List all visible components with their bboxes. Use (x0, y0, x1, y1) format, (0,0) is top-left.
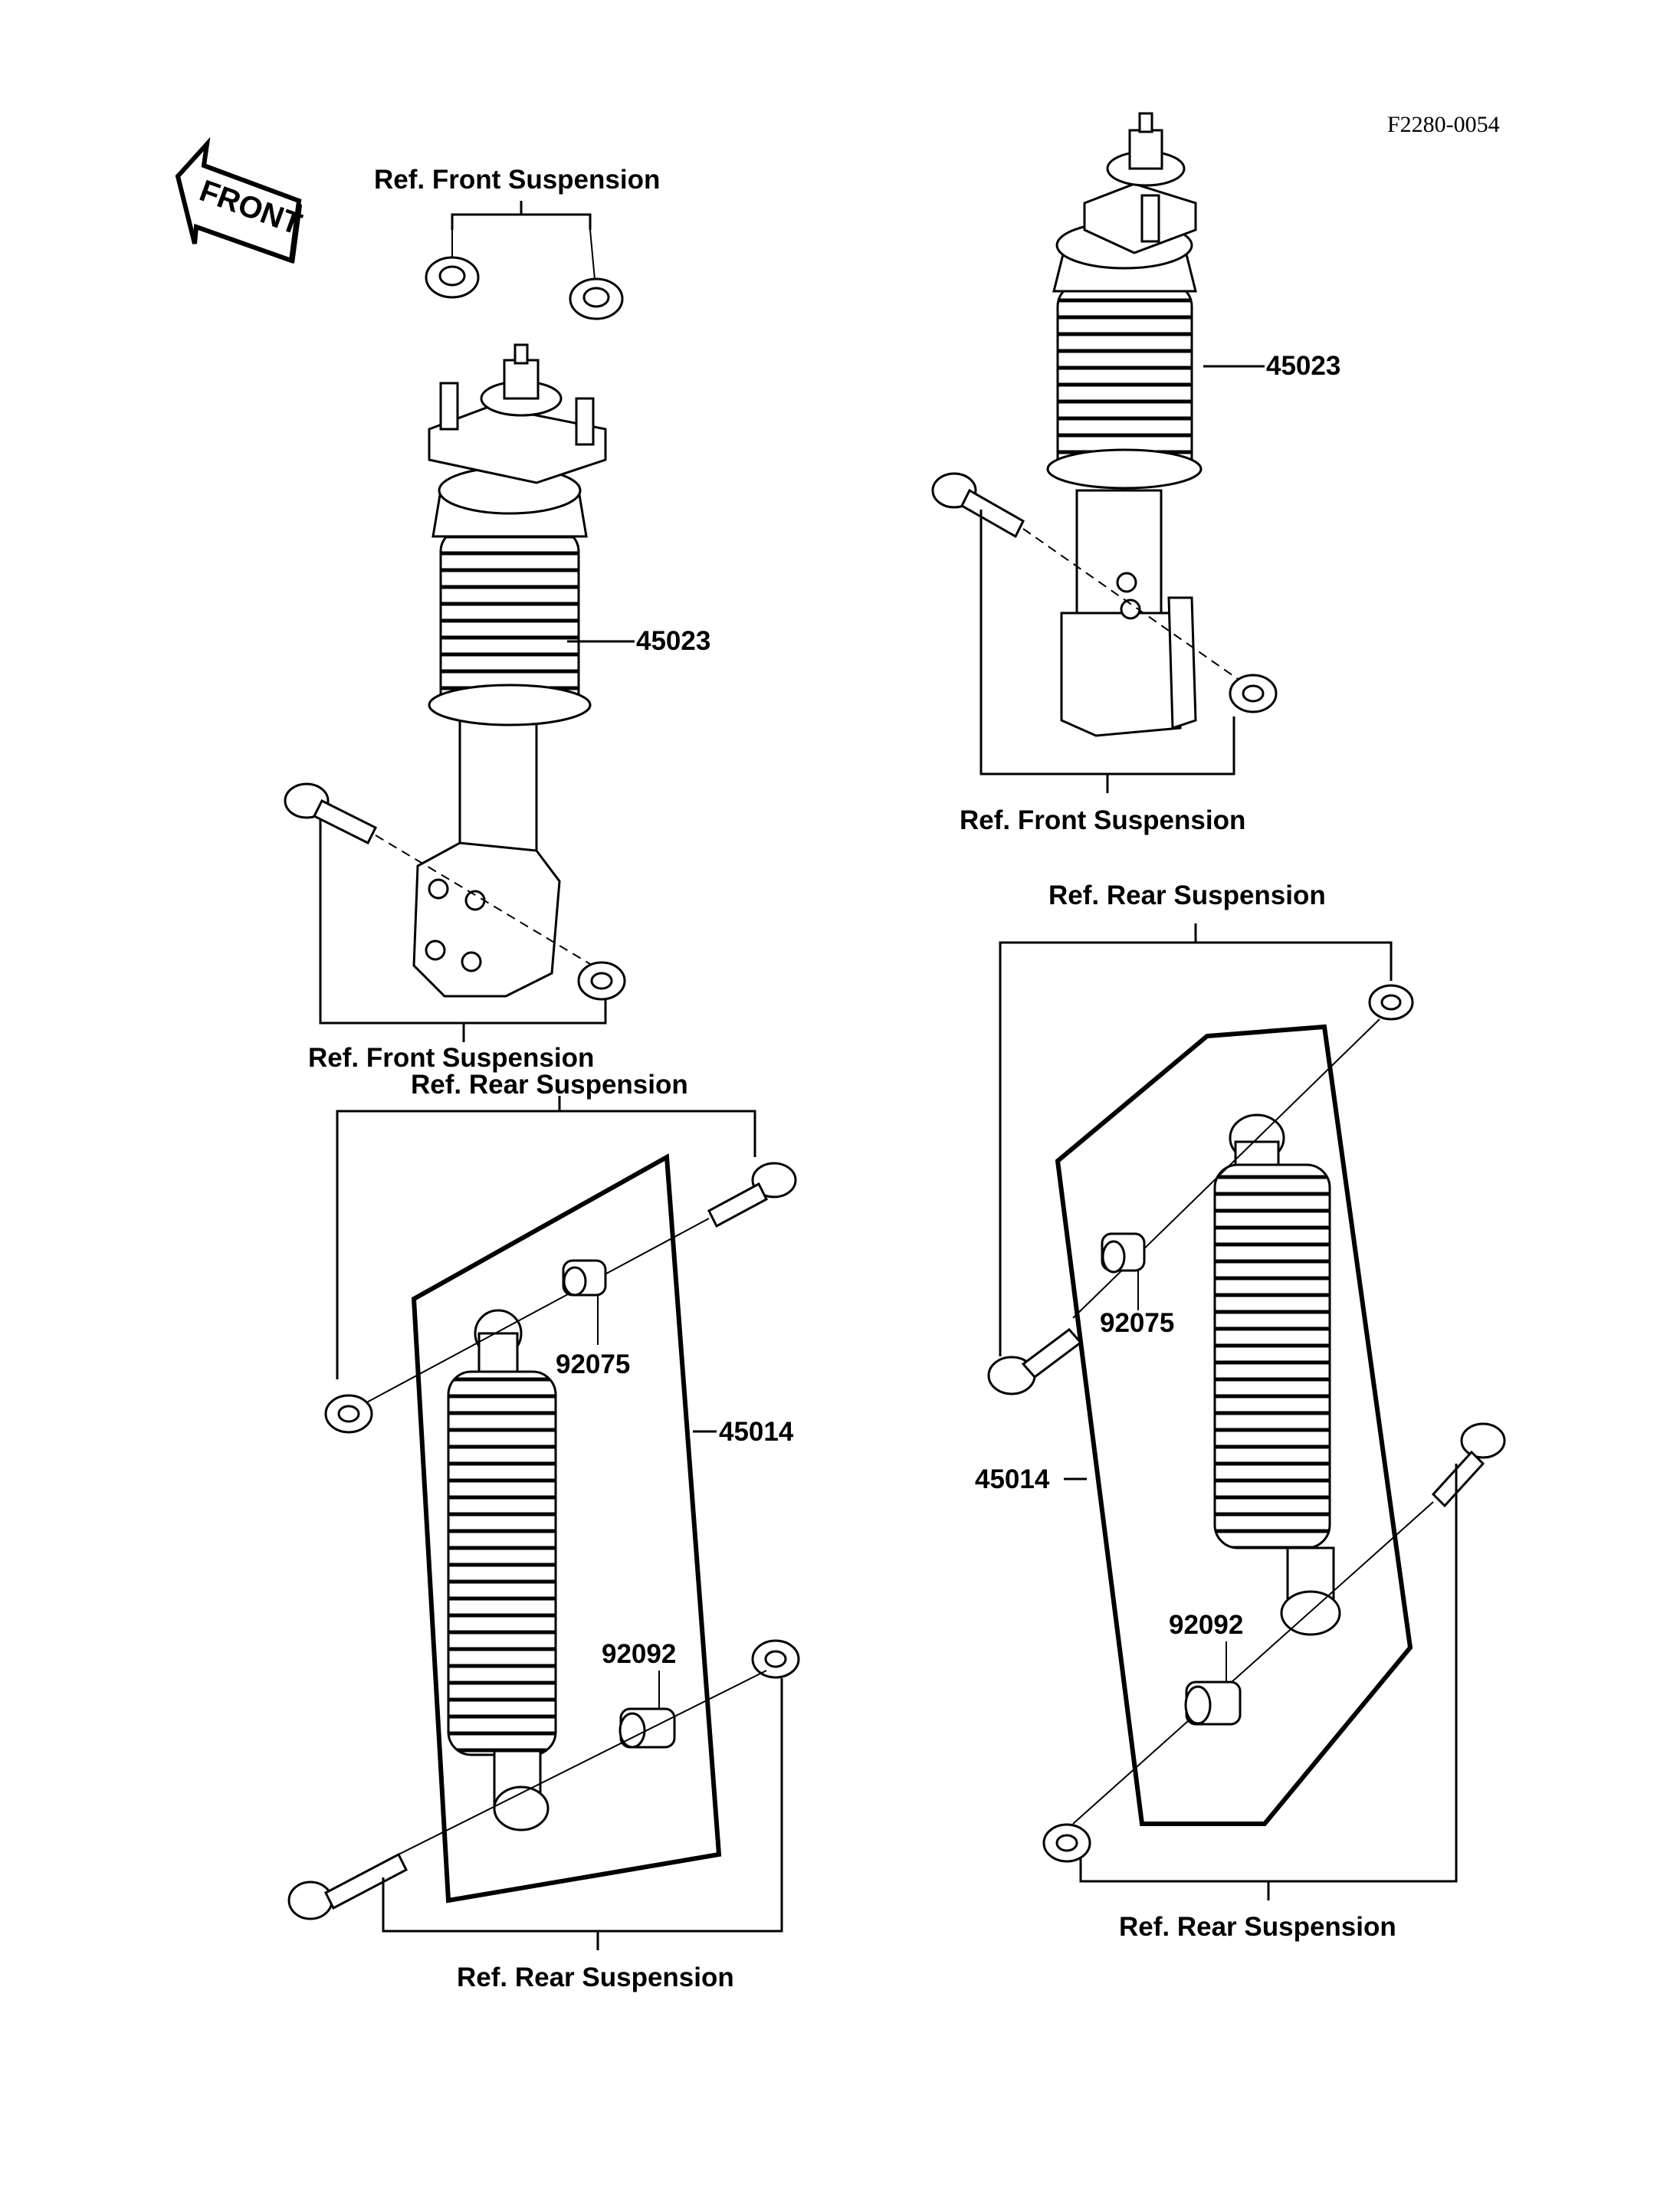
part-number-92092-right: 92092 (1169, 1610, 1243, 1640)
bushing-icon (619, 1707, 676, 1749)
ref-rear-left-bottom-label: Ref. Rear Suspension (457, 1963, 734, 1992)
nut-icon (569, 277, 624, 320)
figure-code: F2280-0054 (1387, 112, 1500, 137)
assembly-outline-45014-right (1055, 1024, 1413, 1826)
ref-bracket-rear-left-bottom (382, 1678, 783, 1950)
bushing-icon (562, 1259, 607, 1297)
bushing-icon (1101, 1232, 1146, 1274)
bushing-icon (1184, 1681, 1242, 1726)
front-arrow-icon: FRONT (175, 136, 306, 264)
ref-front-right-label: Ref. Front Suspension (960, 805, 1245, 835)
part-number-92092-left: 92092 (602, 1639, 676, 1669)
ref-rear-right-top-label: Ref. Rear Suspension (1048, 880, 1326, 910)
assembly-outline-45014-left (411, 1153, 722, 1904)
part-number-45023-right: 45023 (1266, 351, 1340, 381)
nut-icon (1368, 984, 1414, 1021)
bolt-icon (987, 1327, 1083, 1395)
ref-rear-left-top-label: Ref. Rear Suspension (411, 1070, 688, 1100)
part-number-45014-right: 45014 (975, 1464, 1050, 1494)
rear-shock-absorber-right (1213, 1113, 1341, 1636)
nut-icon (577, 961, 626, 1001)
bolt-icon (931, 472, 1025, 539)
front-shock-right-group: 45023 Ref. Front Suspension (931, 112, 1340, 835)
front-shock-absorber-right (1046, 112, 1203, 737)
nut-icon (751, 1639, 800, 1679)
bolt-icon (707, 1162, 797, 1228)
part-number-92075-right: 92075 (1100, 1308, 1174, 1338)
ref-front-top-label: Ref. Front Suspension (374, 165, 660, 195)
ref-bracket-front-left (319, 820, 607, 1042)
nut-icon (425, 256, 480, 299)
bolt-icon (284, 782, 378, 845)
front-shock-absorber-left (412, 343, 607, 998)
front-shock-left-group: Ref. Front Suspension (284, 165, 710, 1073)
bolt-icon (1431, 1422, 1506, 1508)
rear-shock-right-group: Ref. Rear Suspension 45014 92075 (975, 880, 1506, 1942)
rear-shock-left-group: Ref. Rear Suspension 45014 92075 9209 (287, 1070, 800, 1992)
bolt-icon (287, 1852, 408, 1920)
ref-bracket-rear-right-top (999, 923, 1393, 1356)
nut-icon (324, 1394, 373, 1434)
ref-front-left-label: Ref. Front Suspension (308, 1043, 594, 1073)
nut-icon (1042, 1823, 1091, 1863)
ref-bracket-front-top (451, 201, 592, 230)
ref-rear-right-bottom-label: Ref. Rear Suspension (1119, 1912, 1396, 1942)
part-number-45023-left: 45023 (636, 626, 710, 656)
rear-shock-absorber-left (447, 1309, 557, 1831)
nut-icon (1229, 674, 1278, 713)
ref-bracket-front-right (979, 510, 1235, 793)
part-number-45014-left: 45014 (719, 1417, 794, 1447)
ref-bracket-rear-right-bottom (1079, 1464, 1458, 1900)
part-number-92075-left: 92075 (556, 1349, 630, 1379)
ref-bracket-rear-left-top (336, 1096, 756, 1379)
